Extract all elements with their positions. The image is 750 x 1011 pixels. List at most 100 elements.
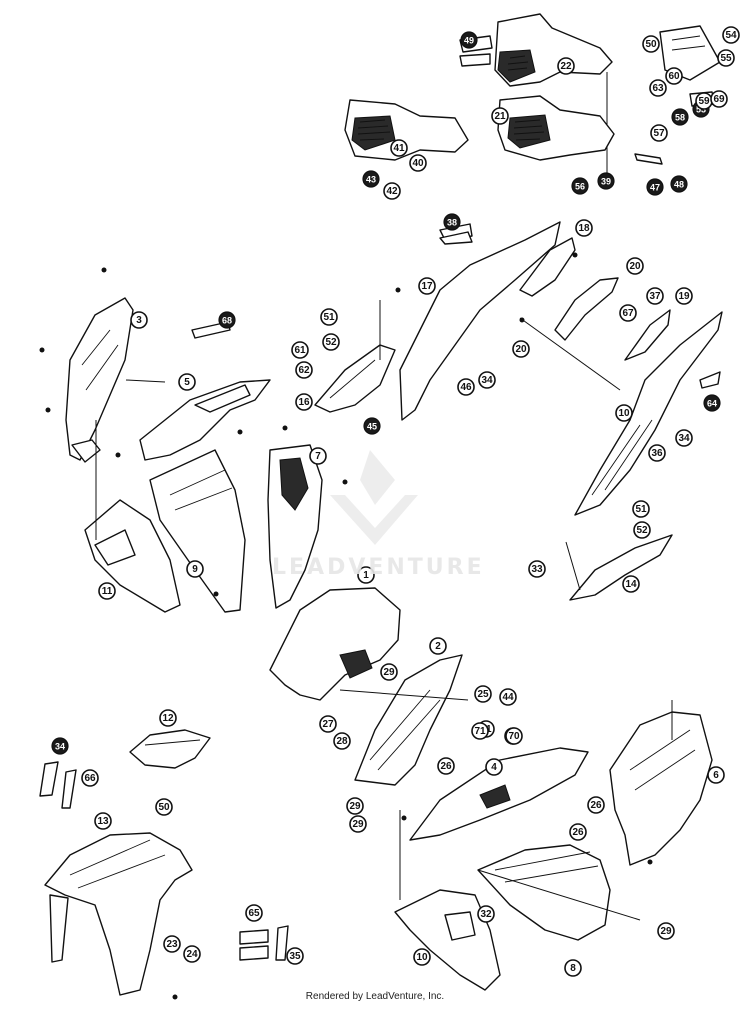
callout-circle — [362, 170, 380, 188]
callout-circle — [474, 685, 492, 703]
callout-39: 39 — [597, 172, 615, 190]
callout-circle — [286, 947, 304, 965]
callout-circle — [512, 340, 530, 358]
callout-circle — [626, 257, 644, 275]
part-4-belly-pan — [409, 747, 589, 841]
callout-57: 57 — [650, 124, 668, 142]
callout-circle — [505, 727, 523, 745]
callout-number: 64 — [707, 399, 717, 409]
callout-circle — [670, 175, 688, 193]
callout-number: 66 — [84, 773, 96, 784]
part-22-tail-cover — [494, 13, 613, 180]
callout-26: 26 — [587, 796, 605, 814]
callout-number: 44 — [502, 692, 514, 703]
part-8-lower-panel — [477, 844, 611, 941]
callout-number: 27 — [322, 719, 334, 730]
callout-circle — [703, 394, 721, 412]
callout-number: 19 — [678, 291, 690, 302]
callout-circle — [675, 287, 693, 305]
callout-45: 45 — [363, 417, 381, 435]
callout-circle — [163, 935, 181, 953]
callout-number: 34 — [678, 433, 690, 444]
callout-circle — [564, 959, 582, 977]
callout-circle — [615, 404, 633, 422]
callout-number: 10 — [618, 408, 630, 419]
callout-23: 23 — [163, 935, 181, 953]
callout-circle — [409, 154, 427, 172]
callout-36: 36 — [648, 444, 666, 462]
callout-number: 29 — [660, 926, 672, 937]
callout-60: 60 — [665, 67, 683, 85]
callout-34: 34 — [675, 429, 693, 447]
callout-29: 29 — [380, 663, 398, 681]
callout-circle — [491, 107, 509, 125]
callout-circle — [159, 709, 177, 727]
callout-2: 2 — [429, 637, 447, 655]
callout-circle — [485, 758, 503, 776]
callout-circle — [183, 945, 201, 963]
callout-number: 61 — [294, 345, 306, 356]
callout-66: 66 — [81, 769, 99, 787]
callout-circle — [186, 560, 204, 578]
callout-circle — [460, 31, 478, 49]
callout-circle — [291, 341, 309, 359]
callout-circle — [443, 213, 461, 231]
callout-circle — [245, 904, 263, 922]
callout-circle — [650, 124, 668, 142]
callout-number: 5 — [184, 377, 190, 388]
callout-12: 12 — [159, 709, 177, 727]
callout-8: 8 — [564, 959, 582, 977]
callout-number: 9 — [192, 564, 198, 575]
callout-circle — [349, 815, 367, 833]
part-20-right-rail-bracket — [554, 277, 619, 341]
part-19-small-trim — [624, 309, 671, 361]
callout-number: 54 — [725, 30, 737, 41]
callout-number: 14 — [625, 579, 637, 590]
callout-number: 29 — [352, 819, 364, 830]
callout-number: 58 — [675, 113, 685, 123]
callout-labels: 1234567891010111213141617181920202122232… — [51, 26, 740, 977]
callout-51: 51 — [632, 500, 650, 518]
callout-29: 29 — [349, 815, 367, 833]
part-3-upper-cowl-left — [65, 297, 134, 463]
callout-65: 65 — [245, 904, 263, 922]
callout-number: 25 — [477, 689, 489, 700]
callout-circle — [587, 796, 605, 814]
callout-number: 4 — [491, 762, 497, 773]
callout-circle — [575, 219, 593, 237]
part-10-under-cover — [394, 889, 501, 991]
part-left-tail-assembly — [344, 99, 469, 161]
callout-circle — [528, 560, 546, 578]
callout-56: 56 — [571, 177, 589, 195]
callout-35: 35 — [286, 947, 304, 965]
callout-circle — [380, 663, 398, 681]
callout-number: 57 — [653, 128, 665, 139]
callout-circle — [648, 444, 666, 462]
callout-circle — [363, 417, 381, 435]
callout-number: 29 — [349, 801, 361, 812]
callout-59: 59 — [695, 92, 713, 110]
callout-circle — [597, 172, 615, 190]
callout-number: 33 — [531, 564, 543, 575]
callout-47: 47 — [646, 178, 664, 196]
callout-circle — [722, 26, 740, 44]
callout-circle — [633, 521, 651, 539]
callout-29: 29 — [346, 797, 364, 815]
callout-29: 29 — [657, 922, 675, 940]
callout-circle — [383, 182, 401, 200]
callout-41: 41 — [390, 139, 408, 157]
callout-number: 22 — [560, 61, 572, 72]
callout-number: 16 — [298, 397, 310, 408]
callout-circle — [218, 311, 236, 329]
callout-6: 6 — [707, 766, 725, 784]
callout-circle — [51, 737, 69, 755]
callout-21: 21 — [491, 107, 509, 125]
callout-19: 19 — [675, 287, 693, 305]
callout-63: 63 — [649, 79, 667, 97]
callout-number: 32 — [480, 909, 492, 920]
callout-number: 38 — [447, 218, 457, 228]
callout-circle — [671, 108, 689, 126]
callout-circle — [98, 582, 116, 600]
callout-circle — [707, 766, 725, 784]
callout-circle — [295, 393, 313, 411]
